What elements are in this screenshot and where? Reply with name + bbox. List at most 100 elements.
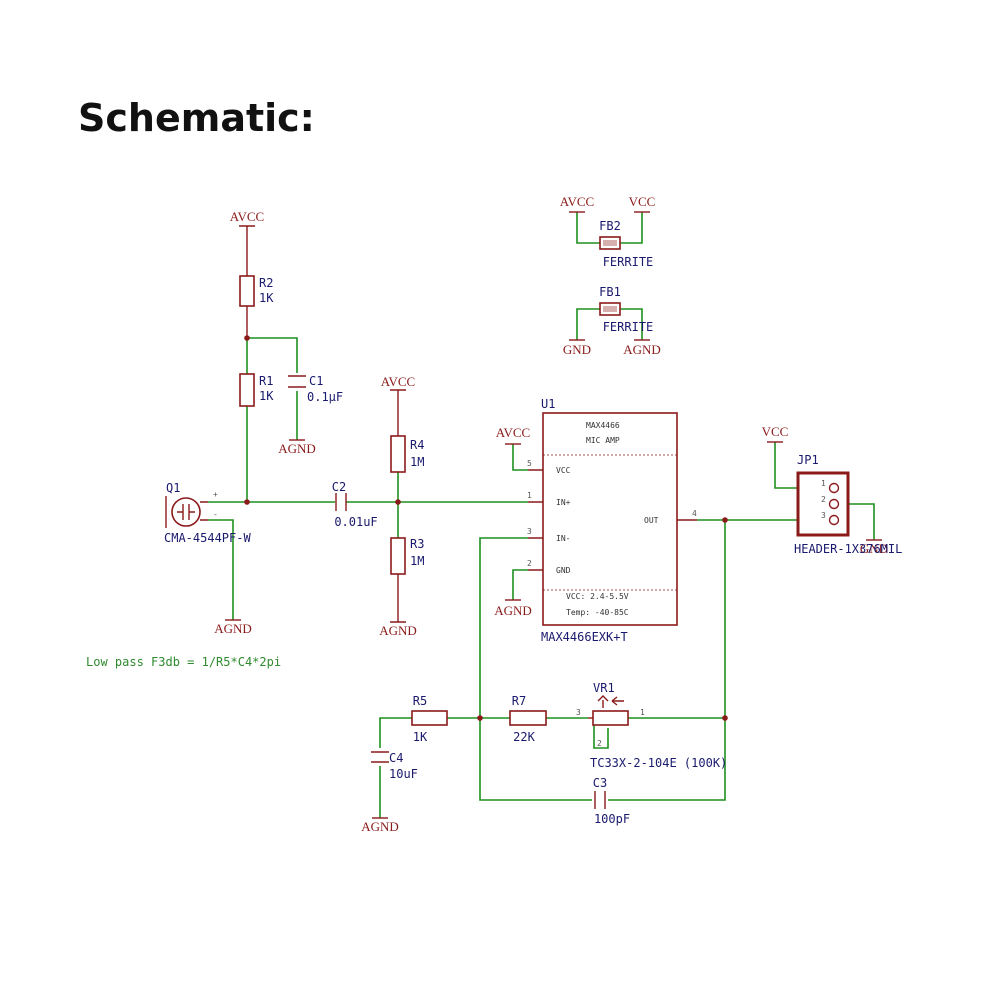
vr1-value: TC33X-2-104E (100K)	[590, 756, 727, 770]
q1-pin-minus: -	[213, 510, 218, 519]
wire-c4-top	[379, 717, 412, 748]
fb2-value: FERRITE	[603, 255, 654, 269]
power-symbol-agnd-fb1: AGND	[623, 339, 661, 357]
junction-dot	[395, 499, 401, 505]
trimmer-vr1: VR1 3 1 2 TC33X-2-104E (100K)	[576, 681, 727, 770]
power-label-agnd: AGND	[361, 819, 399, 834]
r1-value: 1K	[259, 389, 274, 403]
power-label-avcc: AVCC	[381, 374, 415, 389]
wire-fb2-left	[576, 212, 600, 244]
power-label-avcc: AVCC	[230, 209, 264, 224]
power-symbol-vcc-header: VCC	[762, 424, 789, 443]
u1-ref: U1	[541, 397, 555, 411]
ferrite-fb2: FB2 FERRITE	[599, 219, 653, 269]
u1-part-number: MAX4466EXK+T	[541, 630, 628, 644]
power-symbol-vcc-fb2: VCC	[629, 194, 656, 213]
wire-fb2-right	[620, 212, 643, 244]
u1-pinnum-in-plus: 1	[527, 491, 532, 500]
power-label-gnd: GND	[860, 541, 888, 556]
u1-spec-vcc: VCC: 2.4-5.5V	[566, 592, 629, 601]
u1-pin-gnd: GND	[556, 566, 571, 575]
wire-inminus-feedback	[479, 537, 592, 801]
vr1-pin-2: 2	[597, 739, 602, 748]
power-symbol-agnd-r3: AGND	[379, 574, 417, 638]
power-label-agnd: AGND	[623, 342, 661, 357]
vr1-pin-3: 3	[576, 708, 581, 717]
r4-value: 1M	[410, 455, 424, 469]
r2-ref: R2	[259, 276, 273, 290]
u1-pinnum-gnd: 2	[527, 559, 532, 568]
c2-ref: C2	[332, 480, 346, 494]
resistor-r5: R5 1K	[411, 694, 448, 744]
jp1-value: HEADER-1X376MIL	[794, 542, 902, 556]
r1-ref: R1	[259, 374, 273, 388]
u1-pinnum-out: 4	[692, 509, 697, 518]
wire-gnd-pin	[512, 569, 528, 600]
r2-value: 1K	[259, 291, 274, 305]
fb1-ref: FB1	[599, 285, 621, 299]
power-label-agnd: AGND	[214, 621, 252, 636]
wire-vcc-pin	[512, 444, 528, 471]
power-symbol-avcc-u1: AVCC	[496, 425, 530, 445]
wire-vr1-wiper	[593, 722, 609, 749]
power-label-agnd: AGND	[494, 603, 532, 618]
r7-value: 22K	[513, 730, 535, 744]
power-symbol-gnd-fb1: GND	[563, 339, 591, 357]
junction-dot	[477, 715, 483, 721]
capacitor-c2: C2 0.01uF	[332, 480, 378, 529]
u1-pin-in-plus: IN+	[556, 498, 571, 507]
c3-value: 100pF	[594, 812, 630, 826]
resistor-r3: R3 1M	[390, 537, 424, 575]
c1-value: 0.1µF	[307, 390, 343, 404]
r3-value: 1M	[410, 554, 424, 568]
wire-c3-to-out	[608, 520, 726, 801]
c2-value: 0.01uF	[334, 515, 377, 529]
wire-mic-ground	[208, 519, 234, 620]
u1-spec-temp: Temp: -40-85C	[566, 608, 629, 617]
jp1-pin-2: 2	[821, 495, 826, 504]
c4-ref: C4	[389, 751, 403, 765]
u1-pinnum-vcc: 5	[527, 459, 532, 468]
u1-pin-vcc: VCC	[556, 466, 571, 475]
u1-label-line2: MIC AMP	[586, 436, 620, 445]
r7-ref: R7	[512, 694, 526, 708]
power-label-vcc: VCC	[762, 424, 789, 439]
r5-ref: R5	[413, 694, 427, 708]
power-symbol-agnd-c4: AGND	[361, 817, 399, 834]
c3-ref: C3	[593, 776, 607, 790]
power-label-avcc: AVCC	[496, 425, 530, 440]
junction-dot	[244, 499, 250, 505]
capacitor-c3: C3 100pF	[593, 776, 630, 826]
power-symbol-agnd-c1: AGND	[278, 439, 316, 456]
power-symbol-avcc-r2: AVCC	[230, 209, 264, 276]
power-label-gnd: GND	[563, 342, 591, 357]
c1-ref: C1	[309, 374, 323, 388]
power-label-agnd: AGND	[278, 441, 316, 456]
q1-ref: Q1	[166, 481, 180, 495]
power-symbol-agnd-mic: AGND	[214, 619, 252, 636]
q1-value: CMA-4544PF-W	[164, 531, 251, 545]
wire-fb1-right	[620, 308, 643, 340]
jp1-ref: JP1	[797, 453, 819, 467]
junction-dot	[722, 517, 728, 523]
power-label-vcc: VCC	[629, 194, 656, 209]
resistor-r4: R4 1M	[390, 435, 424, 473]
vr1-pin-1: 1	[640, 708, 645, 717]
microphone-q1: + - Q1 CMA-4544PF-W	[164, 481, 251, 545]
junction-dot	[722, 715, 728, 721]
header-jp1: 1 2 3 JP1 HEADER-1X376MIL	[794, 453, 902, 556]
wire-c1-top	[247, 337, 298, 373]
r4-ref: R4	[410, 438, 424, 452]
ferrite-fb1: FB1 FERRITE	[599, 285, 653, 334]
power-symbol-avcc-fb2: AVCC	[560, 194, 594, 213]
fb2-ref: FB2	[599, 219, 621, 233]
ic-u1: U1 MAX4466 MIC AMP VCC IN+ IN- GND OUT 5…	[527, 397, 697, 644]
vr1-ref: VR1	[593, 681, 615, 695]
capacitor-c4: C4 10uF	[371, 751, 418, 781]
jp1-pin-3: 3	[821, 511, 826, 520]
jp1-pin-1: 1	[821, 479, 826, 488]
q1-pin-plus: +	[213, 490, 218, 499]
r3-ref: R3	[410, 537, 424, 551]
r5-value: 1K	[413, 730, 428, 744]
